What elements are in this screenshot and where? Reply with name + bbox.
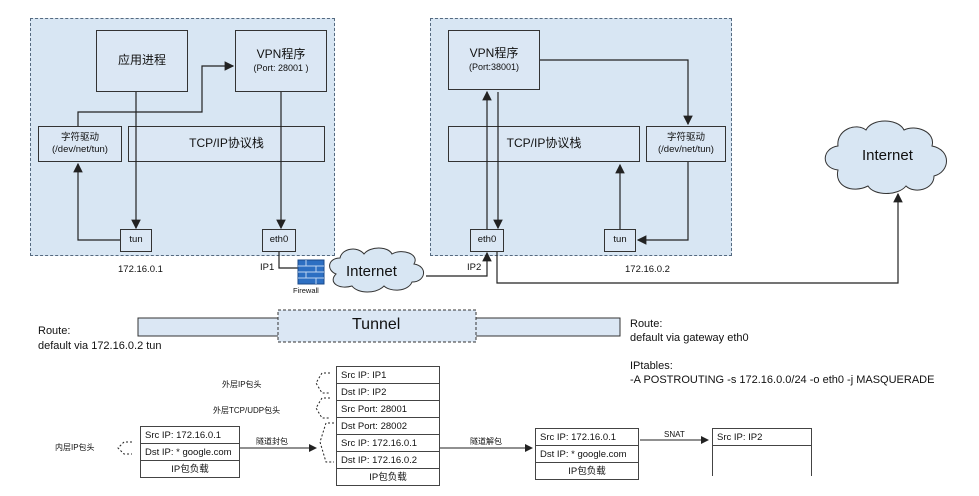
inner-packet-row: IP包负载: [171, 464, 209, 475]
inner-packet-row: Dst IP: * google.com: [141, 444, 239, 461]
bracket-outer-ip: [315, 372, 330, 394]
left-eth0-label: eth0: [269, 234, 289, 246]
decap-packet-row: Dst IP: * google.com: [536, 446, 638, 463]
left-vpn-program-box: VPN程序 (Port: 28001 ): [235, 30, 327, 92]
arrow-driver-to-vpn: [77, 61, 235, 126]
tunnel-packet-table: Src IP: IP1 Dst IP: IP2 Src Port: 28001 …: [336, 366, 440, 486]
right-tcpip-stack-box: TCP/IP协议栈: [448, 126, 640, 162]
left-tcpip-stack-label: TCP/IP协议栈: [189, 136, 264, 151]
outer-ip-label: 外层IP包头: [222, 380, 262, 389]
tunnel-packet-row: Dst IP: 172.16.0.2: [337, 452, 439, 469]
right-tun-box: tun: [604, 229, 636, 252]
internet-middle-label: Internet: [346, 263, 397, 280]
inner-packet-row: Src IP: 172.16.0.1: [141, 427, 239, 444]
outer-tcpudp-label: 外层TCP/UDP包头: [213, 406, 281, 415]
firewall-icon: [297, 259, 325, 285]
internet-cloud-right-icon: [824, 120, 947, 194]
left-route-title: Route:: [38, 325, 71, 337]
snat-packet-row: Src IP: IP2: [713, 429, 811, 446]
inner-header-label: 内层IP包头: [55, 443, 95, 452]
left-route-rule: default via 172.16.0.2 tun: [38, 340, 162, 352]
left-char-driver-box: 字符驱动 (/dev/net/tun): [38, 126, 122, 162]
decap-packet-row: IP包负载: [568, 466, 606, 477]
iptables-rule: -A POSTROUTING -s 172.16.0.0/24 -o eth0 …: [630, 374, 935, 386]
arrow-internet-to-right-eth0: [426, 251, 492, 277]
right-vpn-program-box: VPN程序 (Port:38001): [448, 30, 540, 90]
bracket-inner-header: [117, 441, 132, 455]
snat-label: SNAT: [664, 430, 685, 439]
tunnel-packet-row: Src IP: 172.16.0.1: [337, 435, 439, 452]
internet-right-label: Internet: [862, 147, 913, 164]
left-tun-box: tun: [120, 229, 152, 252]
left-char-driver-title: 字符驱动: [60, 131, 99, 143]
right-eth-ip: IP2: [467, 262, 482, 273]
right-char-driver-title: 字符驱动: [666, 131, 705, 143]
line-eth0-to-firewall: [278, 252, 298, 269]
arrow-eth0-to-internet: [496, 192, 903, 284]
decap-packet-row: Src IP: 172.16.0.1: [536, 429, 638, 446]
inner-packet-table: Src IP: 172.16.0.1 Dst IP: * google.com …: [140, 426, 240, 478]
iptables-title: IPtables:: [630, 360, 673, 372]
decap-packet-table: Src IP: 172.16.0.1 Dst IP: * google.com …: [535, 428, 639, 480]
firewall-label: Firewall: [293, 286, 319, 295]
right-char-driver-path: (/dev/net/tun): [658, 144, 714, 155]
app-process-box: 应用进程: [96, 30, 188, 92]
internet-cloud-middle-icon: [329, 247, 424, 293]
left-vpn-title: VPN程序: [256, 47, 306, 62]
left-eth-ip: IP1: [260, 262, 275, 273]
app-process-label: 应用进程: [117, 53, 166, 68]
left-eth0-box: eth0: [262, 229, 296, 252]
left-tcpip-stack-box: TCP/IP协议栈: [128, 126, 325, 162]
tunnel-center-box: [277, 309, 477, 343]
left-vpn-port: (Port: 28001 ): [253, 62, 309, 73]
tunnel-packet-row: Src Port: 28001: [337, 401, 439, 418]
bracket-encapsulated: [319, 422, 334, 463]
decap-label: 隧道解包: [470, 437, 502, 446]
right-route-title: Route:: [630, 318, 663, 330]
tunnel-packet-row: IP包负载: [369, 472, 407, 483]
left-tun-label: tun: [129, 234, 143, 246]
tunnel-packet-row: Src IP: IP1: [337, 367, 439, 384]
right-char-driver-box: 字符驱动 (/dev/net/tun): [646, 126, 726, 162]
right-tun-label: tun: [613, 234, 627, 246]
left-char-driver-path: (/dev/net/tun): [52, 144, 108, 155]
right-eth0-box: eth0: [470, 229, 504, 252]
right-tcpip-stack-label: TCP/IP协议栈: [506, 136, 582, 151]
tunnel-label: Tunnel: [352, 316, 401, 333]
right-eth0-label: eth0: [477, 234, 497, 246]
bracket-outer-tcpudp: [315, 397, 330, 419]
right-route-rule: default via gateway eth0: [630, 332, 749, 344]
arrow-driver-to-tun: [636, 162, 689, 245]
tunnel-packet-row: Dst IP: IP2: [337, 384, 439, 401]
right-tun-ip: 172.16.0.2: [625, 264, 670, 275]
encap-label: 隧道封包: [256, 437, 288, 446]
tunnel-packet-row: Dst Port: 28002: [337, 418, 439, 435]
left-tun-ip: 172.16.0.1: [118, 264, 163, 275]
arrow-vpn-to-driver: [540, 59, 693, 126]
right-vpn-title: VPN程序: [469, 46, 519, 61]
snat-packet-table: Src IP: IP2: [712, 428, 812, 476]
arrow-tun-to-driver: [73, 162, 120, 241]
right-vpn-port: (Port:38001): [468, 61, 520, 72]
